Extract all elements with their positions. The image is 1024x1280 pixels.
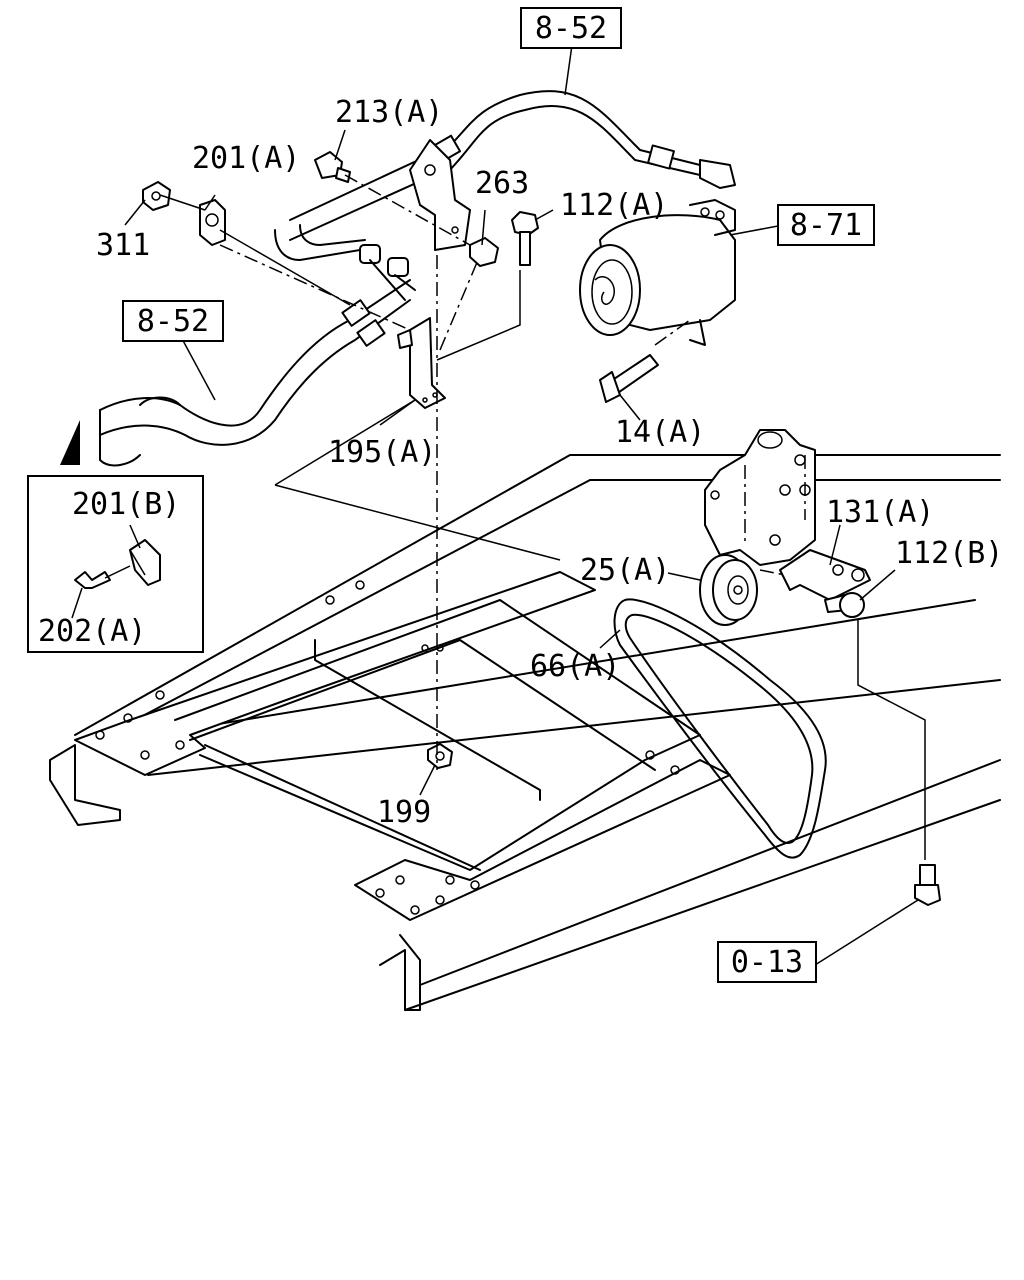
- ac-compressor: [579, 199, 736, 346]
- bolt-14a: [599, 354, 659, 403]
- label-199: 199: [377, 795, 431, 830]
- ref-8-71-text: 8-71: [790, 208, 862, 243]
- label-263: 263: [475, 166, 529, 201]
- ref-8-52-top-text: 8-52: [535, 11, 607, 46]
- frame-holes: [95, 580, 680, 915]
- bracket-195a: [397, 317, 446, 409]
- label-14a: 14(A): [615, 415, 705, 450]
- ac-hoses: [99, 90, 736, 467]
- ref-8-52-left-text: 8-52: [137, 304, 209, 339]
- label-112a: 112(A): [560, 188, 668, 223]
- v-belt: [613, 598, 827, 859]
- nut-263: [469, 237, 499, 267]
- nut-311: [142, 181, 171, 211]
- label-202a: 202(A): [38, 614, 146, 649]
- hose-bracket: [409, 139, 471, 251]
- label-195a: 195(A): [328, 435, 436, 470]
- label-213a: 213(A): [335, 95, 443, 130]
- label-131a: 131(A): [826, 495, 934, 530]
- hose-end-marker: [60, 420, 80, 465]
- ref-box-8-71[interactable]: 8-71: [777, 204, 875, 246]
- idler-pulley: [699, 554, 758, 626]
- bolt-112b: [824, 592, 865, 618]
- detail-inset: [27, 475, 204, 653]
- ref-box-0-13[interactable]: 0-13: [717, 941, 817, 983]
- label-66a: 66(A): [530, 649, 620, 684]
- leader-lines: [71, 44, 926, 966]
- ref-box-8-52-left[interactable]: 8-52: [122, 300, 224, 342]
- bolt-213a: [314, 151, 351, 183]
- chassis-frame: [49, 454, 1001, 1011]
- clip-201a: [199, 199, 226, 246]
- label-201b: 201(B): [72, 487, 180, 522]
- nut-199: [427, 743, 453, 769]
- label-25a: 25(A): [580, 553, 670, 588]
- bolt-112a: [511, 211, 539, 266]
- tension-bracket: [779, 549, 871, 601]
- ref-box-8-52-top[interactable]: 8-52: [520, 7, 622, 49]
- ref-0-13-text: 0-13: [731, 945, 803, 980]
- label-311: 311: [96, 228, 150, 263]
- compressor-bracket: [704, 429, 816, 566]
- bolt-0-13: [914, 864, 941, 906]
- label-112b: 112(B): [895, 536, 1003, 571]
- label-201a: 201(A): [192, 141, 300, 176]
